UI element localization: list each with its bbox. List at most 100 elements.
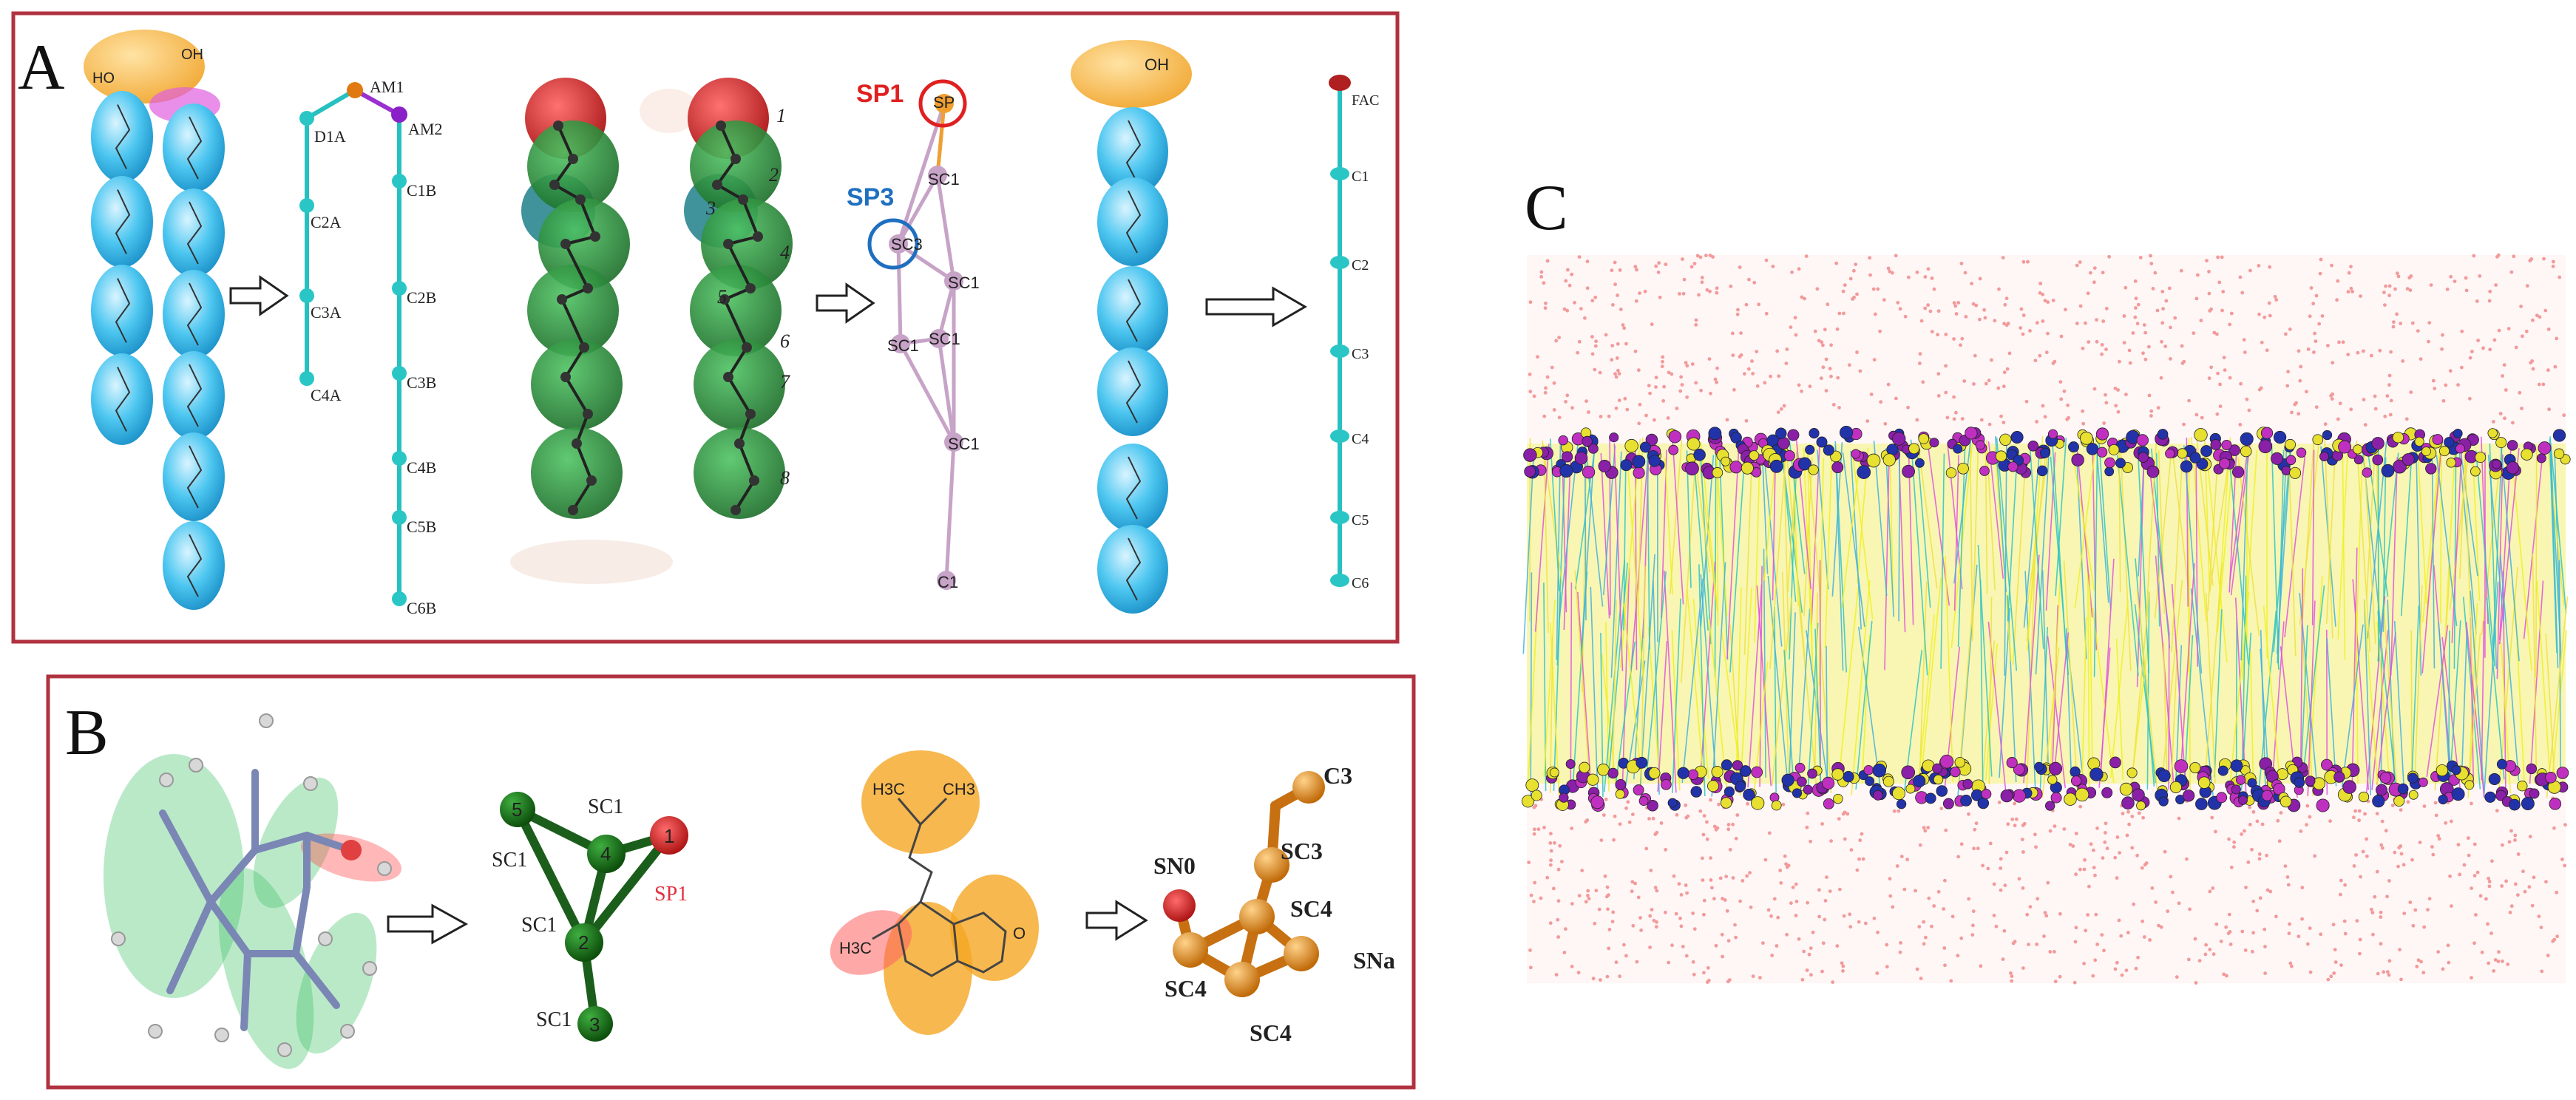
panel-b: B	[48, 676, 1414, 1087]
membrane-simulation-snapshot	[1522, 254, 2570, 985]
bead-label: SC1	[929, 330, 960, 348]
lipid-chain-a-beads	[91, 91, 153, 445]
lipid-head-label: OH	[181, 47, 203, 63]
acid-head-group	[1071, 40, 1192, 108]
molecule-2-cg: C3 SN0 SC3 SC4 SC4 SNa SC4	[1153, 762, 1395, 1046]
atom-number: 8	[780, 467, 790, 489]
atom-number: 5	[512, 798, 522, 821]
cg-bead	[1330, 574, 1349, 587]
cg-bead	[299, 371, 314, 386]
bead-fac	[1329, 75, 1351, 91]
bead-label: SC1	[948, 435, 980, 453]
bead-label: C2	[1352, 257, 1369, 274]
arrow-icon	[817, 285, 873, 322]
sp3-label: SP3	[847, 183, 894, 211]
bead-label: SN0	[1153, 852, 1196, 879]
cg-bead	[392, 591, 407, 606]
cg-bead	[392, 510, 407, 525]
atom-number: 3	[589, 1014, 600, 1036]
chain-bead	[91, 176, 153, 268]
cg-bead	[392, 451, 407, 466]
cg-bead	[1330, 511, 1349, 524]
bead-label: SC3	[1281, 838, 1323, 864]
cg-bead	[299, 288, 314, 303]
bead-label: C1	[938, 573, 958, 591]
bead-label: C4A	[311, 386, 342, 404]
bead-label: AM2	[408, 120, 442, 138]
arrow-icon	[1087, 902, 1146, 939]
bead-label: C5	[1352, 512, 1369, 529]
bead-label: SC1	[887, 336, 919, 355]
bead-label: C1	[1352, 169, 1369, 185]
atom-number: 1	[664, 825, 674, 847]
arrow-icon	[388, 906, 466, 943]
lipid-chain-b-beads	[163, 103, 225, 610]
molecule-1-cg: 5 4 1 2 3 SC1 SC1 SP1 SC1 SC1	[492, 792, 688, 1042]
bead-label: D1A	[314, 127, 346, 146]
lipid-tails	[1523, 436, 2567, 798]
atom-number: 6	[780, 330, 790, 352]
bead-label: SC1	[948, 274, 980, 292]
atom-number: 3	[705, 197, 716, 219]
bead-label: AM1	[370, 78, 404, 96]
bead-label: SC4	[1250, 1019, 1292, 1046]
chain-bead	[1097, 347, 1168, 436]
cg-bead	[392, 281, 407, 296]
chain-bead	[163, 351, 225, 440]
bead-label: SC4	[1290, 895, 1332, 922]
bead-label: FAC	[1352, 92, 1379, 109]
cg-bead	[299, 198, 314, 213]
cg-bead	[1330, 167, 1349, 180]
cg-bead	[1330, 256, 1349, 269]
bead-label: C3	[1352, 346, 1369, 362]
panel-c: C	[1522, 172, 2570, 985]
acid-head-label: OH	[1145, 55, 1169, 74]
fatty-acid-bead-model: OH	[1071, 40, 1192, 614]
arrow-icon	[1207, 288, 1305, 325]
panel-b-label: B	[65, 697, 109, 769]
bead-label: C4B	[407, 458, 436, 477]
atom-number: 4	[600, 843, 611, 865]
chain-bead	[163, 270, 225, 359]
lipid-bead-model: OH HO	[84, 30, 225, 610]
chain-bead	[91, 91, 153, 183]
chain-bead	[91, 353, 153, 445]
bead-label: SC4	[1165, 975, 1207, 1002]
bead-label: SNa	[1353, 947, 1395, 974]
cg-bead	[1330, 430, 1349, 443]
chain-bead	[163, 103, 225, 192]
bead-label: C4	[1352, 431, 1369, 447]
atom-number: 1	[776, 105, 786, 126]
chain-bead	[163, 432, 225, 521]
cg-bead	[392, 366, 407, 381]
bead-label: SC1	[521, 914, 557, 937]
cg-bead	[1330, 344, 1349, 358]
panel-c-label: C	[1525, 172, 1568, 244]
cg-bead	[392, 174, 407, 189]
bead-label: C3A	[311, 303, 342, 322]
atom-label: H3C	[872, 780, 905, 798]
panel-a-label: A	[18, 32, 65, 103]
atom-number: 2	[769, 164, 779, 186]
bead-label: C6B	[407, 599, 436, 617]
chain-bead	[163, 189, 225, 277]
sterol-cg-model: SP1 SP3 SP SC1 SC3 SC1 SC1 SC1 SC1 C1	[847, 80, 980, 591]
chain-bead	[163, 521, 225, 610]
bead-label: C3B	[407, 373, 436, 392]
bead-label: SP	[933, 93, 955, 112]
chain-bead	[1097, 266, 1168, 355]
chain-bead	[1097, 444, 1168, 532]
lipid-head-label: HO	[92, 70, 115, 86]
atom-label: O	[1013, 924, 1026, 943]
molecule-1-atomistic	[104, 714, 407, 1079]
molecule-2-atomistic: H3C CH3 H3C O	[820, 750, 1039, 1035]
bead-label: SC1	[536, 1008, 572, 1031]
atom-number: 4	[780, 242, 790, 263]
bead-label: C3	[1323, 762, 1352, 789]
bead-label: SC1	[928, 170, 960, 189]
atom-label: CH3	[943, 780, 975, 798]
